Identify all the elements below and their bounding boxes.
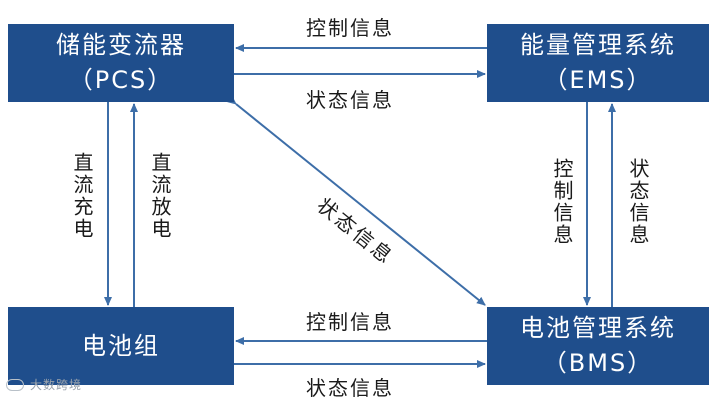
- pcs-node-title: 储能变流器: [56, 31, 186, 60]
- ems-node-title: 能量管理系统: [520, 31, 676, 60]
- battery-node: 电池组: [8, 307, 234, 385]
- label-dc-charging: 直流充电: [70, 152, 94, 240]
- pcs-node-abbrev: （PCS）: [68, 66, 174, 94]
- pcs-node: 储能变流器 （PCS）: [8, 24, 234, 102]
- label-ems-to-pcs: 控制信息: [306, 16, 394, 40]
- label-dc-discharging: 直流放电: [148, 152, 172, 240]
- bms-node-title: 电池管理系统: [520, 314, 676, 343]
- battery-node-title: 电池组: [82, 331, 160, 360]
- arrow-bms-pcs-diagonal: [227, 95, 486, 306]
- label-ems-to-bms: 控制信息: [550, 158, 574, 246]
- bms-node: 电池管理系统 （BMS）: [487, 307, 709, 385]
- label-pcs-to-ems: 状态信息: [306, 88, 394, 112]
- label-bms-to-ems: 状态信息: [626, 158, 650, 246]
- watermark-logo-icon: [6, 378, 24, 391]
- label-battery-to-bms: 状态信息: [306, 376, 394, 400]
- ems-node: 能量管理系统 （EMS）: [487, 24, 709, 102]
- label-bms-to-battery: 控制信息: [306, 310, 394, 334]
- bms-node-abbrev: （BMS）: [542, 349, 654, 377]
- watermark: 大数跨境: [6, 376, 82, 393]
- watermark-text: 大数跨境: [30, 378, 83, 392]
- ems-node-abbrev: （EMS）: [543, 66, 653, 94]
